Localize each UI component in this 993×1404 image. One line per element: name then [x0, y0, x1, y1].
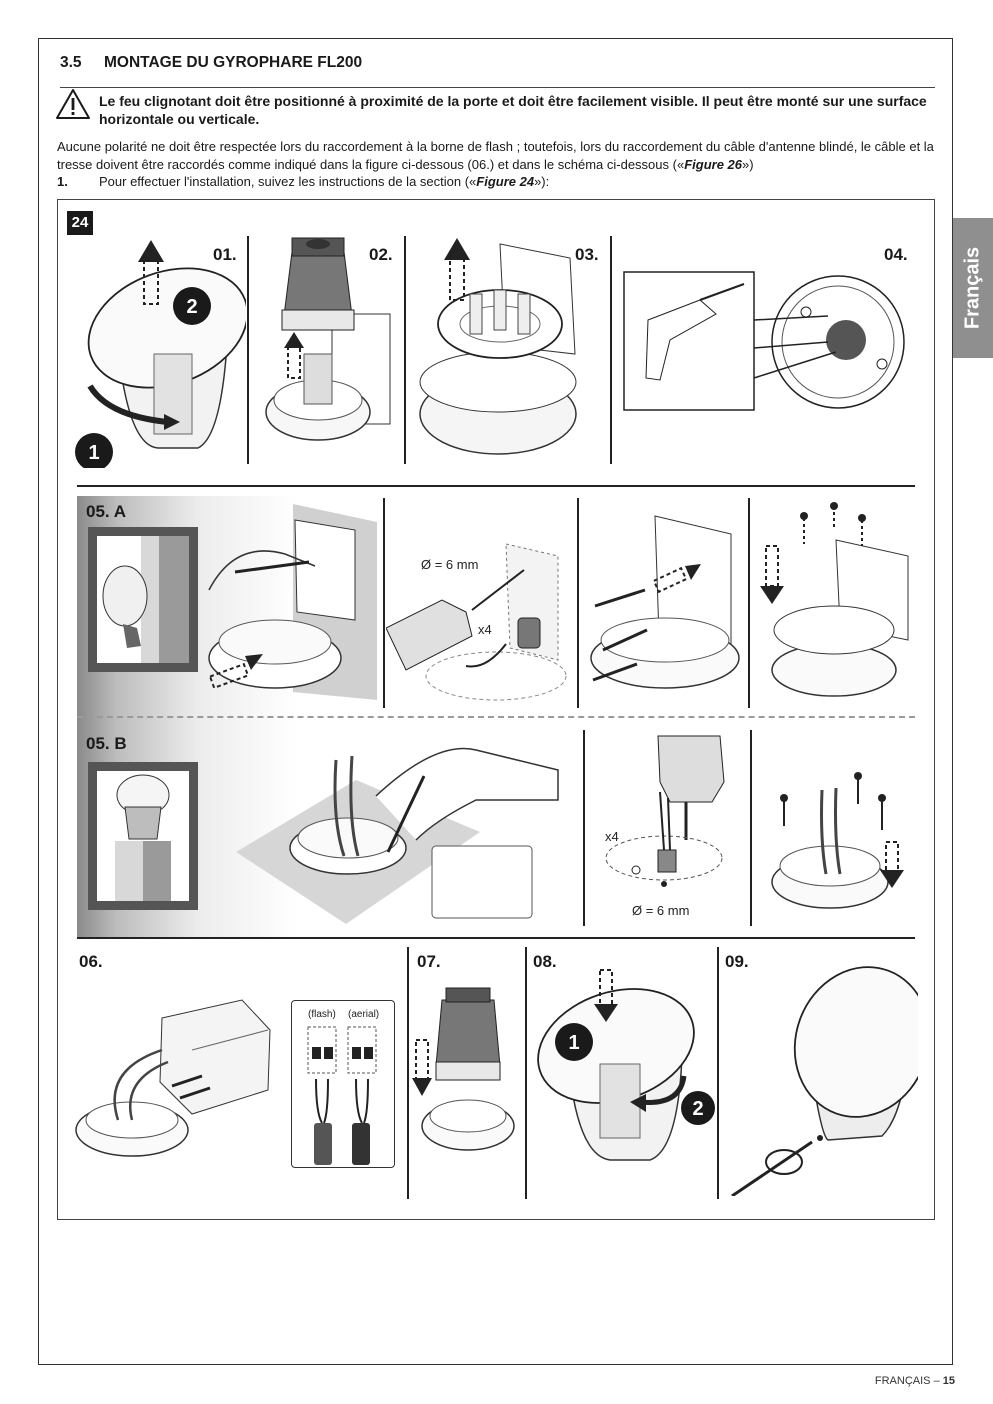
- section-number: 3.5: [60, 54, 82, 71]
- divider: [577, 498, 579, 708]
- section-title: MONTAGE DU GYROPHARE FL200: [104, 54, 363, 71]
- figure-number-badge: 24: [67, 211, 93, 235]
- step-02-illustration: [265, 237, 391, 441]
- svg-text:2: 2: [692, 1098, 703, 1120]
- callout-circle-2: [173, 287, 211, 325]
- footer-language: FRANÇAIS –: [874, 1375, 943, 1387]
- step-label-08: 08.: [533, 952, 557, 971]
- divider: [583, 730, 585, 926]
- step-label-02: 02.: [369, 245, 393, 264]
- step-03-illustration: [419, 238, 577, 455]
- quantity-label-a: x4: [478, 622, 492, 637]
- step-05a-assembly-illustration: [760, 502, 909, 697]
- pole-mount-lamp-icon: [115, 774, 171, 901]
- step-07-illustration: [412, 987, 515, 1151]
- divider: [748, 498, 750, 708]
- step-number: 1.: [57, 174, 68, 189]
- step-1: 1. Pour effectuer l'installation, suivez …: [57, 173, 549, 190]
- page-frame: [38, 38, 953, 1365]
- aerial-label: (aerial): [348, 1009, 380, 1020]
- dashed-separator: [77, 716, 915, 718]
- step-09-illustration: [731, 966, 918, 1196]
- row-divider: [77, 937, 915, 939]
- step-04-illustration: [623, 271, 905, 411]
- row-divider: [77, 485, 915, 487]
- step-label-06: 06.: [79, 952, 103, 971]
- figure-26-reference: Figure 26: [684, 156, 742, 172]
- flash-label: (flash): [308, 1009, 336, 1020]
- step-label-04: 04.: [884, 245, 908, 264]
- divider: [750, 730, 752, 926]
- divider: [525, 947, 527, 1199]
- language-tab: Français: [953, 218, 993, 358]
- diameter-label-b: Ø = 6 mm: [632, 903, 690, 918]
- pole-mount-inset: [88, 762, 198, 910]
- svg-text:1: 1: [88, 442, 99, 464]
- terminal-connector-graphic: [307, 1026, 377, 1165]
- callout-circle-2: [681, 1091, 715, 1125]
- step-05b-assembly-illustration: [771, 772, 904, 909]
- svg-text:2: 2: [186, 296, 197, 318]
- step-label-09: 09.: [725, 952, 749, 971]
- callout-circle-1: [75, 433, 113, 468]
- step-05b-marking-illustration: [236, 747, 559, 924]
- step-06-wiring-illustration: [75, 999, 271, 1157]
- section-heading: 3.5 MONTAGE DU GYROPHARE FL200: [60, 54, 362, 72]
- step-08-illustration: 1 2: [537, 969, 715, 1161]
- page-number: 15: [942, 1375, 955, 1387]
- step-label-05b: 05. B: [86, 734, 127, 753]
- wall-mount-inset: [88, 527, 198, 672]
- step-01-illustration: 2 1: [75, 240, 246, 468]
- heading-rule: [60, 87, 935, 88]
- page-footer: FRANÇAIS – 15: [875, 1375, 955, 1387]
- warning-triangle-icon: [56, 89, 90, 119]
- divider: [404, 236, 406, 464]
- divider: [610, 236, 612, 464]
- divider: [383, 498, 385, 708]
- terminal-wiring-diagram: (flash) (aerial): [291, 1000, 395, 1168]
- figure-24-reference: Figure 24: [476, 174, 535, 189]
- warning-text: Le feu clignotant doit être positionné à…: [99, 93, 927, 127]
- svg-text:1: 1: [568, 1032, 579, 1054]
- step-label-01: 01.: [213, 245, 237, 264]
- step-05a-drilling-illustration: [386, 543, 567, 701]
- diameter-label-a: Ø = 6 mm: [421, 557, 479, 572]
- language-tab-label: Français: [961, 246, 984, 330]
- body-text-a: Aucune polarité ne doit être respectée l…: [57, 139, 934, 172]
- divider: [247, 236, 249, 464]
- body-text-b: »): [742, 156, 754, 172]
- step-label-03: 03.: [575, 245, 599, 264]
- step-text-a: Pour effectuer l'installation, suivez le…: [99, 174, 477, 189]
- wall-mount-lamp-icon: [102, 536, 189, 663]
- step-05b-drilling-illustration: [605, 735, 725, 887]
- callout-circle-1: [555, 1023, 593, 1061]
- divider: [717, 947, 719, 1199]
- quantity-label-b: x4: [605, 829, 619, 844]
- step-05a-screwing-illustration: [590, 515, 740, 689]
- step-05a-marking-illustration: [208, 504, 377, 700]
- step-text-b: »):: [534, 174, 550, 189]
- divider: [407, 947, 409, 1199]
- body-paragraph: Aucune polarité ne doit être respectée l…: [57, 138, 942, 173]
- step-label-05a: 05. A: [86, 502, 127, 521]
- step-label-07: 07.: [417, 952, 441, 971]
